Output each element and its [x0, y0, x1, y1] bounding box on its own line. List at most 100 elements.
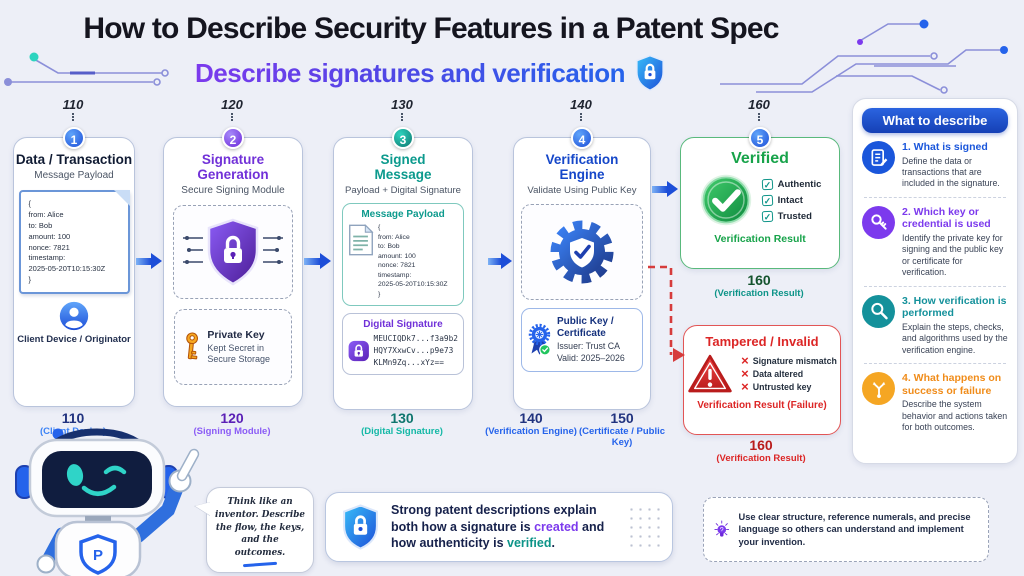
device-label: Client Device / Originator — [17, 334, 131, 346]
step-title: Signed Message — [374, 152, 432, 183]
flow-arrow-1 — [136, 253, 162, 269]
dotted-connector — [580, 113, 582, 121]
sidebar-item-title: 2. Which key or credential is used — [902, 205, 991, 231]
page-subtitle-row: Describe signatures and verification — [0, 54, 862, 92]
gear-shield-check-icon — [550, 220, 614, 284]
shield-lock-icon — [343, 504, 378, 550]
ref-110-top: 110 — [48, 97, 98, 121]
message-payload-panel: Message Payload { from: Alice to: Bob am… — [342, 203, 464, 307]
flow-step-data-transaction: 1 Data / Transaction Message Payload { f… — [13, 127, 135, 407]
checkbox-checked-icon: ✓ — [761, 178, 773, 190]
private-key-icon — [186, 332, 198, 360]
circuit-decoration-left — [4, 52, 169, 86]
magnifier-icon — [862, 294, 895, 328]
step-subtitle: Validate Using Public Key — [527, 185, 637, 197]
document-pencil-icon — [862, 141, 895, 174]
flow-step-verified: 5 Verified ✓ Authentic ✓ Intact ✓ — [680, 127, 840, 269]
tip-note: Use clear structure, reference numerals,… — [703, 497, 989, 562]
check-circle-icon — [700, 174, 751, 226]
page-subtitle: Describe signatures and verification — [195, 57, 625, 88]
check-item: ✓ Intact — [761, 194, 803, 206]
dotted-connector — [72, 113, 74, 121]
shield-lock-icon — [635, 54, 665, 92]
verification-result-label: Verification Result — [714, 233, 806, 245]
dot-pattern-decoration — [626, 505, 662, 549]
sidebar-item-which-key: 2. Which key or credential is used Ident… — [862, 205, 1008, 279]
message-payload-document: { from: Alice to: Bob amount: 100 nonce:… — [18, 190, 130, 295]
verification-engine-panel — [521, 204, 643, 301]
sidebar-item-body: Identify the private key for signing and… — [902, 233, 1004, 278]
cross-icon: × — [741, 353, 749, 368]
step-2-badge: 2 — [222, 127, 244, 149]
flow-arrow-3 — [488, 253, 512, 269]
ref-160-failure-bottom: 160 (Verification Result) — [716, 437, 806, 464]
ref-140-top: 140 — [556, 97, 606, 121]
sidebar-item-body: Explain the steps, checks, and algorithm… — [902, 321, 1008, 355]
flow-step-tampered-invalid: Tampered / Invalid × Signature mismatch … — [683, 325, 841, 435]
step-1-badge: 1 — [63, 127, 85, 149]
banner-text: Strong patent descriptions explain both … — [391, 502, 605, 551]
sidebar-item-how-verified: 3. How verification is performed Explain… — [862, 294, 1008, 356]
shield-lock-circuit-icon — [183, 218, 283, 286]
cross-icon: × — [741, 379, 749, 394]
dotted-connector — [758, 113, 760, 121]
sidebar-item-success-failure: 4. What happens on success or failure De… — [862, 372, 1008, 433]
step-title: Data / Transaction — [15, 152, 133, 167]
flow-arrow-2 — [304, 253, 331, 269]
ref-160-top: 160 — [734, 97, 784, 121]
sidebar-item-title: 1. What is signed — [902, 141, 988, 153]
tampered-title: Tampered / Invalid — [705, 334, 819, 349]
fail-item: × Untrusted key — [741, 379, 812, 394]
dotted-connector — [401, 113, 403, 121]
step-title: Signature Generation — [197, 152, 269, 183]
dashed-divider — [864, 363, 1006, 365]
warning-triangle-icon — [688, 354, 732, 393]
flow-arrow-failure-dashed — [648, 265, 685, 362]
ref-160-bottom: 160 (Verification Result) — [714, 272, 804, 299]
flow-step-signature-generation: 2 Signature Generation Secure Signing Mo… — [163, 127, 303, 407]
user-icon — [59, 301, 89, 331]
payload-text: { from: Alice to: Bob amount: 100 nonce:… — [28, 199, 106, 285]
sidebar-item-title: 3. How verification is performed — [902, 294, 1007, 320]
ref-150-bottom: 150 (Certificate / Public Key) — [578, 410, 666, 448]
digital-signature-panel: Digital Signature MEUCIQDk7...f3a9b2 HQY… — [342, 313, 464, 376]
sidebar-item-body: Describe the system behavior and actions… — [902, 399, 1008, 433]
key-message-banner: Strong patent descriptions explain both … — [325, 492, 673, 562]
robot-chest-letter: P — [93, 547, 103, 564]
robot-mascot: P — [15, 428, 200, 576]
signing-module-panel — [173, 205, 293, 300]
step-3-badge: 3 — [392, 127, 414, 149]
failure-list: × Signature mismatch × Data altered × Un… — [741, 353, 837, 394]
certificate-badge-icon — [528, 323, 551, 356]
page-title: How to Describe Security Features in a P… — [83, 12, 779, 45]
sidebar-item-what-is-signed: 1. What is signed Define the data or tra… — [862, 141, 1008, 190]
step-subtitle: Message Payload — [34, 170, 114, 182]
verified-word: verified — [507, 536, 552, 551]
ref-130-bottom: 130 (Digital Signature) — [361, 410, 443, 437]
ref-140-bottom: 140 (Verification Engine) — [485, 410, 577, 437]
circuit-decoration-right — [720, 19, 1008, 94]
verified-checklist: ✓ Authentic ✓ Intact ✓ Trusted — [761, 178, 821, 222]
dashed-divider — [864, 196, 1006, 198]
cross-icon: × — [741, 366, 749, 381]
certificate-text: Public Key / Certificate Issuer: Trust C… — [556, 316, 625, 363]
private-key-panel: Private Key Kept Secret in Secure Storag… — [174, 309, 292, 386]
lightbulb-icon — [714, 520, 730, 537]
what-to-describe-panel: What to describe 1. What is signed Defin… — [852, 98, 1018, 464]
signature-text: MEUCIQDk7...f3a9b2 HQY7XxwCv...p9e73 KLM… — [373, 334, 459, 367]
step-subtitle: Payload + Digital Signature — [345, 185, 461, 197]
document-icon — [349, 224, 374, 256]
lock-icon — [348, 340, 369, 362]
tip-note-text: Use clear structure, reference numerals,… — [738, 511, 971, 547]
ref-130-top: 130 — [377, 97, 427, 121]
check-item: ✓ Trusted — [761, 210, 812, 222]
fail-item: × Signature mismatch — [741, 353, 837, 368]
flow-step-signed-message: 3 Signed Message Payload + Digital Signa… — [333, 127, 473, 410]
payload-text: { from: Alice to: Bob amount: 100 nonce:… — [378, 224, 448, 298]
checkbox-checked-icon: ✓ — [761, 210, 773, 222]
verification-failure-label: Verification Result (Failure) — [697, 400, 827, 411]
speech-bubble: Think like an inventor. Describe the flo… — [206, 487, 314, 573]
verified-title: Verified — [731, 150, 789, 167]
ref-120-bottom: 120 (Signing Module) — [193, 410, 271, 437]
